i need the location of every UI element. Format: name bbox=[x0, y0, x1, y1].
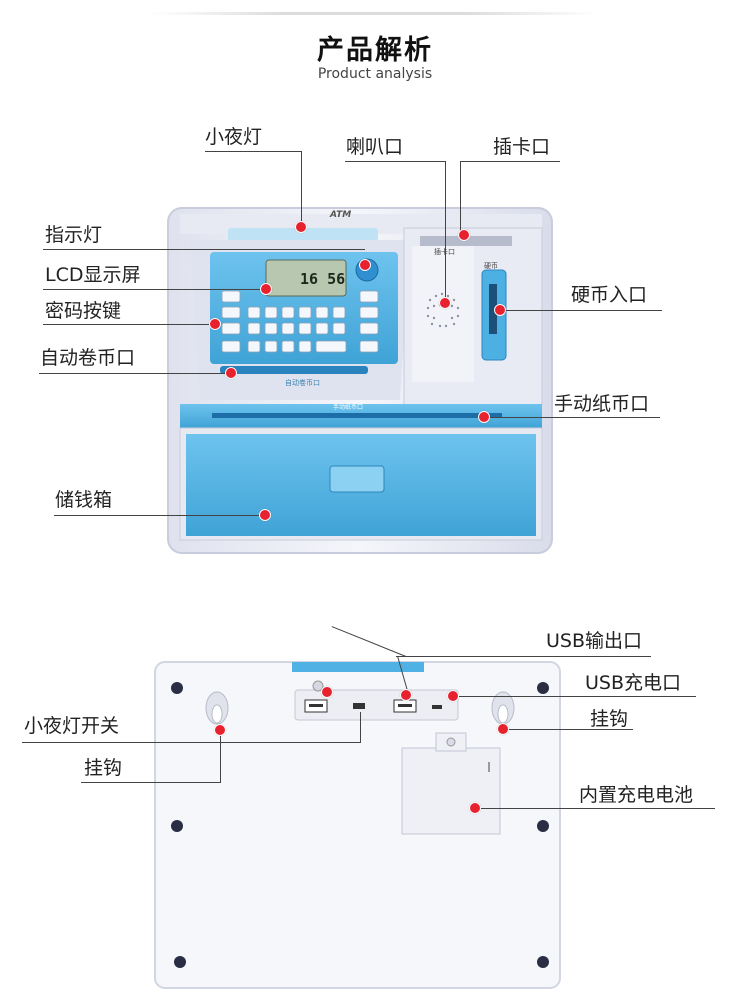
usb-out-dot-2 bbox=[400, 689, 412, 701]
cash-box-leader bbox=[54, 515, 265, 516]
usb-out-leader-b bbox=[397, 655, 408, 691]
hook-right-label: 挂钩 bbox=[590, 708, 629, 730]
night-switch-leader-h bbox=[22, 742, 361, 743]
battery-label: 内置充电电池 bbox=[579, 784, 694, 806]
auto-roll-leader bbox=[39, 373, 231, 374]
keys-label: 密码按键 bbox=[45, 300, 122, 322]
auto-roll-label: 自动卷币口 bbox=[40, 347, 136, 369]
night-switch-leader-v bbox=[360, 712, 361, 743]
coin-entry-dot bbox=[494, 304, 506, 316]
manual-paper-leader bbox=[484, 417, 660, 418]
coin-text: 硬币 bbox=[484, 262, 498, 270]
speaker-dot bbox=[439, 297, 451, 309]
hook-left-leader-v bbox=[220, 730, 221, 783]
auto-roll-dot bbox=[225, 367, 237, 379]
speaker-leader-h bbox=[345, 161, 446, 162]
battery-dot bbox=[469, 802, 481, 814]
card-slot-leader-v bbox=[460, 161, 461, 235]
keys-dot bbox=[209, 318, 221, 330]
lcd-label: LCD显示屏 bbox=[45, 264, 141, 286]
coin-entry-label: 硬币入口 bbox=[571, 284, 648, 306]
usb-out-leader-a bbox=[331, 626, 407, 657]
cash-box-dot bbox=[259, 509, 271, 521]
lcd-reading: 16 56 bbox=[300, 270, 346, 288]
coin-entry-leader bbox=[500, 310, 662, 311]
paper-slot-text: 手动纸币口 bbox=[333, 404, 364, 411]
indicator-leader bbox=[43, 249, 365, 250]
indicator-dot bbox=[359, 259, 371, 271]
lcd-leader bbox=[43, 289, 266, 290]
hook-right-leader bbox=[503, 729, 633, 730]
header-divider bbox=[150, 12, 600, 15]
cash-box-label: 储钱箱 bbox=[55, 489, 113, 511]
card-slot-text: 插卡口 bbox=[434, 248, 455, 256]
usb-charge-dot bbox=[447, 690, 459, 702]
night-light-label: 小夜灯 bbox=[205, 126, 263, 148]
hook-left-dot bbox=[214, 724, 226, 736]
battery-leader bbox=[475, 808, 715, 809]
lcd-dot bbox=[260, 283, 272, 295]
hook-left-leader-h bbox=[81, 782, 221, 783]
page-subtitle: Product analysis bbox=[317, 66, 433, 82]
auto-roll-slot-text: 自动卷币口 bbox=[285, 379, 320, 387]
usb-charge-label: USB充电口 bbox=[585, 672, 682, 694]
usb-out-label: USB输出口 bbox=[546, 630, 643, 652]
manual-paper-label: 手动纸币口 bbox=[554, 393, 650, 415]
hook-left-label: 挂钩 bbox=[84, 757, 123, 779]
usb-out-leader-h bbox=[396, 656, 651, 657]
keys-leader bbox=[43, 324, 215, 325]
night-light-dot bbox=[295, 221, 307, 233]
card-slot-leader-h bbox=[460, 161, 560, 162]
card-slot-label: 插卡口 bbox=[493, 136, 551, 158]
usb-charge-leader bbox=[453, 696, 696, 697]
hook-right-dot bbox=[497, 723, 509, 735]
indicator-label: 指示灯 bbox=[45, 224, 103, 246]
usb-out-dot-1 bbox=[321, 686, 333, 698]
speaker-leader-v bbox=[445, 161, 446, 301]
night-light-leader-v bbox=[301, 151, 302, 225]
speaker-label: 喇叭口 bbox=[346, 136, 404, 158]
manual-paper-dot bbox=[478, 411, 490, 423]
card-slot-dot bbox=[458, 229, 470, 241]
night-switch-label: 小夜灯开关 bbox=[24, 715, 120, 737]
night-light-leader-h bbox=[205, 151, 302, 152]
page-title: 产品解析 bbox=[317, 35, 433, 66]
brand-logo: ATM bbox=[330, 210, 352, 220]
